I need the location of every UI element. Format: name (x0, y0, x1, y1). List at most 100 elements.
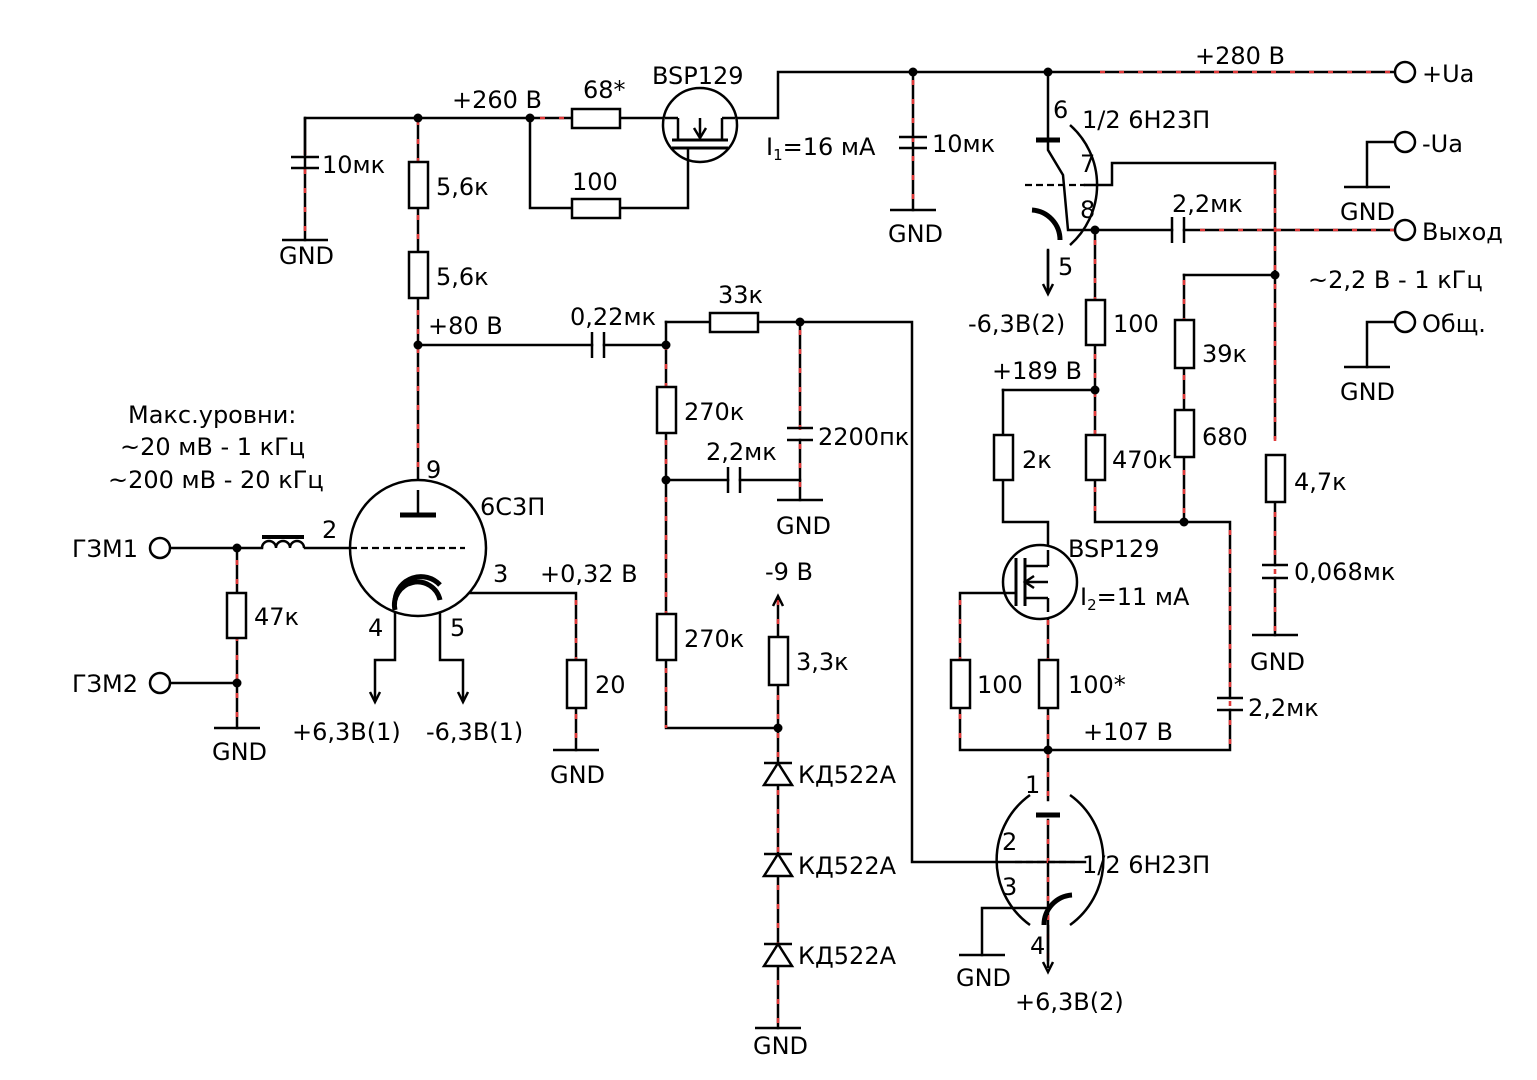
pin-label: 7 (1080, 150, 1095, 178)
resistor-680 (1173, 408, 1196, 459)
capacitor-0-22mk (590, 332, 606, 358)
label-r39k: 39к (1202, 340, 1247, 368)
resistor-100-out (1084, 298, 1107, 347)
resistor-3k3 (767, 635, 790, 687)
label-h1-minus: -6,3В(1) (426, 718, 523, 746)
label-ua-plus: +Ua (1422, 60, 1474, 88)
label-plus107: +107 В (1083, 718, 1173, 746)
terminal-common (1393, 310, 1417, 334)
label-minus9: -9 В (765, 558, 813, 586)
label-r100-star: 100* (1068, 671, 1126, 699)
gnd-label: GND (753, 1032, 808, 1060)
label-i2: I2=11 мА (1080, 583, 1190, 614)
pin-label: 9 (426, 456, 441, 484)
resistor-39k (1173, 318, 1196, 370)
resistor-2k (992, 433, 1015, 482)
label-r270-a: 270к (684, 398, 744, 426)
label-h1-plus: +6,3В(1) (292, 718, 401, 746)
capacitor-0-068mk (1262, 563, 1288, 580)
resistors (225, 107, 1287, 710)
terminal-ua-plus (1393, 60, 1417, 84)
label-r5k6-a: 5,6к (436, 173, 489, 201)
label-c2200p: 2200пк (818, 423, 909, 451)
resistor-270k-a (655, 385, 678, 435)
resistor-100-top (570, 197, 622, 220)
arrows (368, 283, 1055, 975)
note-level2: ~200 мВ - 20 кГц (108, 466, 324, 494)
resistor-20 (565, 658, 588, 710)
capacitor-10mk-left (291, 118, 319, 170)
label-r100-src: 100 (977, 671, 1023, 699)
label-d3: КД522А (798, 942, 897, 970)
capacitor-2200pk (787, 426, 813, 442)
resistor-5k6-a (407, 160, 430, 210)
pin-label: 5 (1058, 253, 1073, 281)
capacitor-2-2mk-out (1170, 217, 1186, 243)
capacitors (291, 118, 1288, 712)
pin-label: 8 (1080, 196, 1095, 224)
label-d2: КД522А (798, 852, 897, 880)
terminal-gzm2 (148, 671, 172, 695)
tube-6n23p-upper (1025, 124, 1099, 292)
label-ua-minus: -Ua (1422, 130, 1463, 158)
resistor-47k (225, 591, 248, 640)
tube-6n23p-lower (995, 793, 1105, 927)
terminals (148, 60, 1417, 695)
pin-label: 5 (450, 614, 465, 642)
label-c22-low: 2,2мк (1248, 694, 1319, 722)
capacitor-10mk-mid (899, 135, 927, 150)
label-common: Общ. (1422, 310, 1486, 338)
gnd-label: GND (888, 220, 943, 248)
label-r680: 680 (1202, 423, 1248, 451)
resistor-100-source (949, 658, 972, 710)
label-plus189: +189 В (992, 357, 1082, 385)
label-h2-minus: -6,3В(2) (968, 310, 1065, 338)
diode-2 (761, 851, 795, 878)
resistor-470k (1084, 433, 1107, 482)
terminal-gzm1 (148, 536, 172, 560)
gnd-label: GND (1340, 378, 1395, 406)
pin-label: 6 (1053, 96, 1068, 124)
label-output: Выход (1422, 218, 1503, 246)
mosfet-q2 (1001, 543, 1079, 621)
note-levels-title: Макс.уровни: (128, 401, 296, 429)
label-r33k: 33к (718, 281, 763, 309)
pin-label: 2 (1002, 828, 1017, 856)
pin-label: 3 (1002, 873, 1017, 901)
resistor-68 (570, 107, 622, 130)
resistor-4k7 (1264, 453, 1287, 504)
label-tube1: 6С3П (480, 493, 545, 521)
label-q1: BSP129 (652, 62, 744, 90)
capacitor-2-2mk-mid (726, 467, 742, 493)
label-r2k: 2к (1022, 446, 1052, 474)
label-c22-mid: 2,2мк (706, 438, 777, 466)
label-r270-b: 270к (684, 625, 744, 653)
gnd-label: GND (956, 964, 1011, 992)
labels: +280 В +260 В +80 В I1=16 мА -9 В +189 В… (72, 42, 1503, 1060)
label-r100-top: 100 (572, 168, 618, 196)
tube-6c3p (348, 478, 488, 618)
resistor-5k6-b (407, 250, 430, 300)
diode-3 (761, 941, 795, 968)
gnd-label: GND (1250, 648, 1305, 676)
label-plus280: +280 В (1195, 42, 1285, 70)
mosfet-q1 (661, 86, 739, 164)
label-gzm1: ГЗМ1 (72, 535, 138, 563)
label-r3k3: 3,3к (796, 648, 849, 676)
junctions (232, 67, 1280, 755)
gnd-label: GND (776, 512, 831, 540)
note-level1: ~20 мВ - 1 кГц (120, 433, 305, 461)
capacitor-2-2mk-low (1217, 696, 1243, 712)
label-r4k7: 4,7к (1294, 468, 1347, 496)
diodes (761, 760, 795, 968)
gnd-label: GND (550, 761, 605, 789)
label-plus032: +0,32 В (540, 560, 638, 588)
label-r47k: 47к (254, 603, 299, 631)
label-r5k6-b: 5,6к (436, 263, 489, 291)
label-plus80: +80 В (428, 312, 503, 340)
label-tube2-bot: 1/2 6Н23П (1082, 851, 1210, 879)
pin-label: 2 (322, 516, 337, 544)
gnd-label: GND (279, 242, 334, 270)
note-output-level: ~2,2 В - 1 кГц (1308, 266, 1483, 294)
